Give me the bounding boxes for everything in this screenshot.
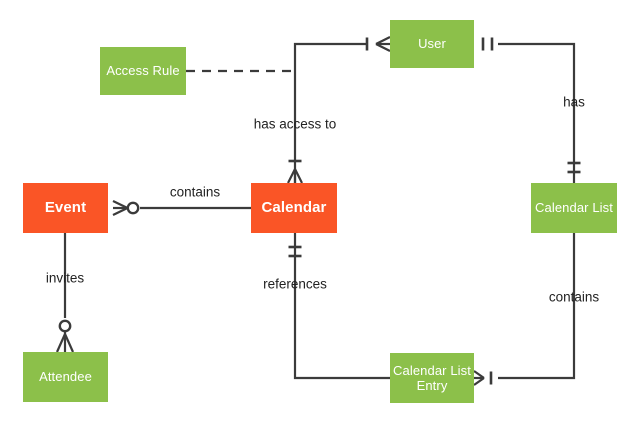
entity-attendee[interactable]: Attendee [23,352,108,402]
cardinality-zero-circle-attendee [58,319,72,333]
entity-calendar[interactable]: Calendar [251,183,337,233]
cardinality-zero-circle-event [126,201,140,215]
relationship-label-has-access-to: has access to [253,116,337,132]
cardinality-crowsfoot-user-left [375,36,391,52]
entity-attendee-label: Attendee [39,369,92,385]
connector-calendar-list-contains-entry [498,233,576,380]
cardinality-crowsfoot-calendar-top [287,168,303,184]
cardinality-crowsfoot-entry-right [473,370,485,386]
entity-calendar-list-label: Calendar List [535,200,613,216]
relationship-label-contains-calendar-list: contains [548,289,600,305]
entity-event[interactable]: Event [23,183,108,233]
entity-calendar-list-entry-label: Calendar List Entry [393,362,471,393]
connector-user-has-access-to-calendar [293,42,367,183]
entity-user[interactable]: User [390,20,474,68]
entity-calendar-label: Calendar [261,199,327,217]
relationship-label-invites: invites [45,270,85,286]
connector-calendar-references-entry [293,233,390,380]
entity-calendar-list[interactable]: Calendar List [531,183,617,233]
entity-calendar-list-entry[interactable]: Calendar List Entry [390,353,474,403]
entity-access-rule[interactable]: Access Rule [100,47,186,95]
entity-event-label: Event [44,199,87,217]
cardinality-crowsfoot-event [112,200,128,216]
cardinality-crowsfoot-attendee [55,331,75,353]
connector-user-has-calendar-list [498,42,576,183]
entity-access-rule-label: Access Rule [106,63,180,79]
relationship-label-has: has [563,94,585,110]
entity-user-label: User [418,36,446,52]
relationship-label-contains-event-calendar: contains [169,184,221,200]
relationship-label-references: references [263,276,327,292]
